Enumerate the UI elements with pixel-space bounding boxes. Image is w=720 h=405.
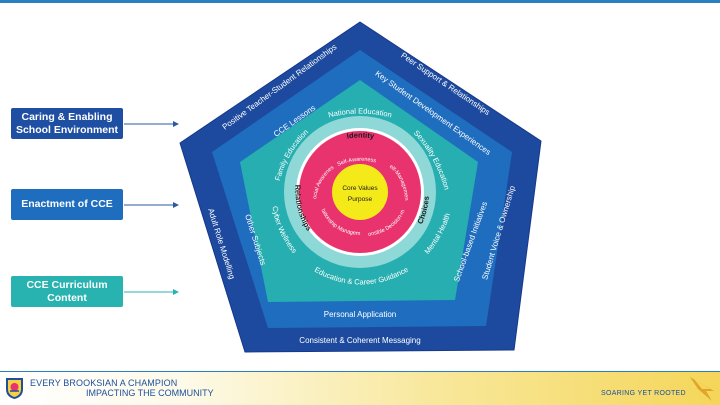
school-tagline: SOARING YET ROOTED (601, 390, 686, 397)
motto-line-2: IMPACTING THE COMMUNITY (86, 388, 214, 398)
self-awareness-text: Self-Awareness (337, 157, 377, 168)
outer-bottom-text: Consistent & Coherent Messaging (299, 336, 420, 345)
top-accent-bar (0, 0, 720, 3)
footer-band (0, 372, 720, 405)
school-crest-icon (6, 378, 23, 399)
domain-identity-text: Identity (346, 130, 375, 140)
caring-environment-label: Caring & Enabling School Environment (11, 108, 123, 139)
inner-top-text: National Education (327, 106, 393, 119)
curriculum-content-label: CCE Curriculum Content (11, 276, 123, 307)
wing-emblem-icon (690, 377, 714, 401)
enactment-label: Enactment of CCE (11, 189, 123, 220)
middle-bottom-text: Personal Application (324, 310, 397, 319)
motto-line-1: EVERY BROOKSIAN A CHAMPION (30, 378, 178, 388)
core-values-text: Core Values (342, 185, 378, 192)
core-purpose-text: Purpose (348, 196, 373, 203)
core-circle (332, 164, 388, 220)
